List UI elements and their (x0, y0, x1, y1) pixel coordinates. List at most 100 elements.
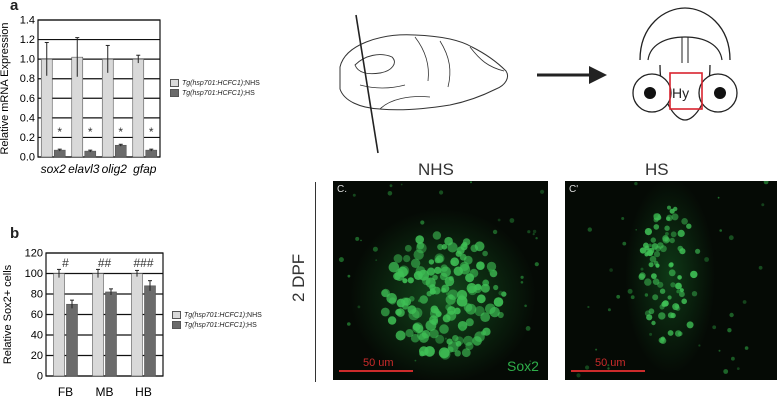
fluorescent-cell (686, 321, 694, 329)
arrow-right-icon (537, 66, 607, 84)
eye-right-icon (714, 87, 726, 99)
scale-bar-nhs (339, 370, 413, 372)
bar-nhs (131, 273, 143, 377)
fluorescent-cell (413, 271, 423, 280)
background-speck (355, 236, 360, 241)
fluorescent-cell (416, 242, 425, 250)
fluorescent-cell (396, 298, 406, 308)
x-tick-label: elavl3 (68, 162, 100, 176)
background-speck (627, 288, 633, 294)
x-tick-label: MB (96, 385, 114, 399)
fluorescent-cell (444, 236, 453, 246)
legend-swatch-hs (172, 321, 181, 330)
legend-swatch-nhs (172, 311, 181, 320)
scale-bar-hs (571, 370, 645, 372)
fluorescent-cell (651, 273, 657, 279)
fluorescent-cell (667, 330, 674, 336)
fluorescence-hs (576, 181, 769, 378)
fluorescent-cell (410, 258, 421, 268)
fluorescent-cell (686, 223, 692, 229)
fluorescent-cell (472, 336, 482, 346)
fluorescent-cell (387, 316, 397, 325)
fluorescent-cell (639, 272, 646, 279)
fluorescent-cell (431, 318, 439, 326)
x-tick-label: olig2 (102, 162, 128, 176)
fluorescent-cell (653, 217, 659, 223)
fluorescent-cell (667, 312, 674, 319)
fluorescent-cell (648, 308, 655, 315)
legend-swatch-hs (170, 89, 179, 98)
fluorescent-cell (476, 261, 485, 270)
brain-cross-section-schematic (632, 7, 738, 121)
fluorescent-cell (412, 322, 424, 334)
fluorescent-cell (644, 228, 652, 236)
fluorescent-cell (454, 350, 461, 357)
fluorescent-cell (459, 253, 467, 261)
fluorescent-cell (463, 303, 473, 312)
legend-a-nhs-suffix: ;NHS (243, 80, 260, 87)
fluorescent-cell (675, 282, 682, 290)
fluorescent-cell (413, 249, 424, 260)
fluorescent-cell (450, 257, 460, 267)
fluorescent-cell (667, 205, 671, 210)
background-speck (635, 229, 637, 231)
background-speck (653, 213, 658, 219)
background-speck (576, 373, 581, 378)
x-tick-label: sox2 (41, 162, 67, 176)
background-speck (418, 299, 421, 303)
background-speck (535, 237, 538, 240)
fluorescent-cell (662, 235, 669, 242)
legend-b: Tg(hsp701:HCFC1);NHS Tg(hsp701:HCFC1);HS (172, 311, 262, 331)
bar-hs (66, 303, 78, 377)
fluorescent-cell (393, 254, 403, 263)
background-speck (609, 268, 613, 272)
y-tick-label: 0.8 (20, 73, 35, 85)
fluorescent-cell (433, 308, 440, 314)
fluorescent-cell (435, 255, 444, 263)
eye-left-icon (644, 87, 656, 99)
fluorescent-cell (653, 224, 660, 230)
fluorescent-cell (691, 291, 698, 297)
background-speck (372, 246, 378, 252)
fluorescent-cell (486, 261, 497, 272)
fluorescent-cell (645, 248, 653, 256)
fluorescent-cell (419, 295, 428, 304)
fluorescent-cell (405, 329, 414, 338)
fluorescent-cell (465, 273, 475, 283)
background-speck (622, 241, 627, 246)
background-speck (676, 289, 681, 294)
panel-label-c-prime: C' (569, 184, 579, 195)
background-speck (420, 220, 425, 225)
y-tick-label: 0 (37, 371, 43, 383)
fluorescent-cell (670, 231, 677, 238)
fluorescent-cell (501, 291, 507, 297)
significance-mark: * (118, 125, 123, 139)
background-speck (352, 193, 356, 197)
background-speck (470, 181, 472, 184)
hs-title: HS (645, 160, 669, 179)
fluorescent-cell (677, 245, 684, 252)
fluorescent-cell (690, 270, 698, 279)
background-speck (492, 229, 498, 235)
significance-mark: * (149, 125, 154, 139)
background-speck (450, 318, 453, 321)
significance-mark: ### (133, 256, 153, 270)
background-speck (585, 365, 590, 370)
fluorescent-cell (480, 283, 490, 293)
background-speck (607, 367, 610, 370)
background-speck (338, 257, 344, 263)
fluorescent-cell (448, 276, 454, 281)
fluorescent-cell (403, 255, 411, 263)
y-tick-label: 0.2 (20, 132, 35, 144)
background-speck (532, 233, 535, 236)
background-speck (736, 367, 740, 370)
significance-mark: * (88, 125, 93, 139)
fluorescent-cell (659, 288, 666, 294)
background-speck (616, 294, 621, 299)
fluorescent-cell (395, 330, 406, 341)
background-speck (434, 287, 438, 291)
background-speck (719, 229, 722, 232)
fluorescent-cell (677, 229, 685, 237)
fluorescent-cell (653, 251, 661, 258)
background-speck (729, 312, 734, 318)
